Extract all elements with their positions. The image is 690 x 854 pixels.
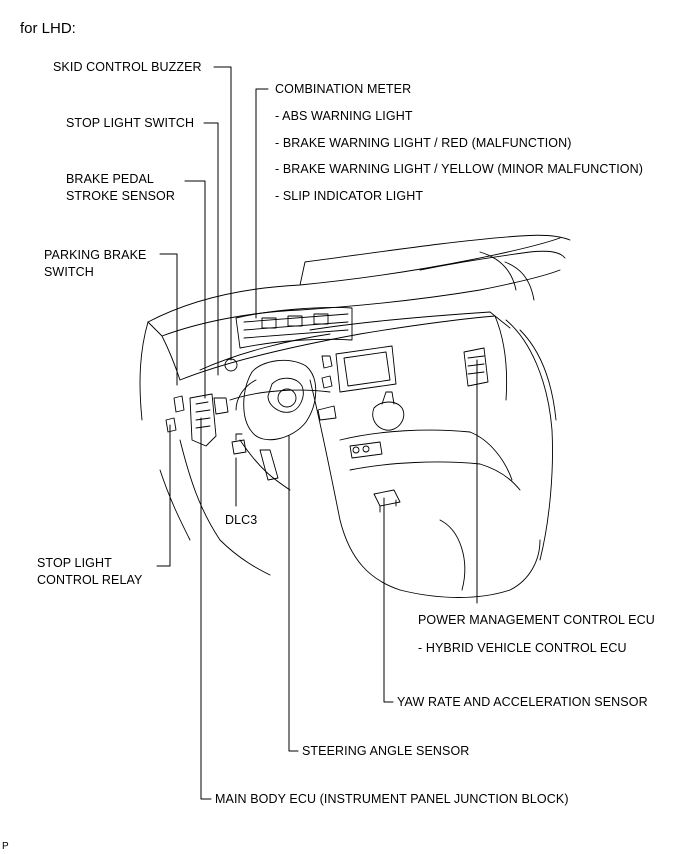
dash-outline	[139, 234, 571, 598]
label-parking-brake-line1: PARKING BRAKE	[44, 248, 147, 262]
label-stop-light-relay-line2: CONTROL RELAY	[37, 573, 143, 587]
page-mark: P	[2, 841, 9, 852]
label-power-management-ecu: POWER MANAGEMENT CONTROL ECU	[418, 613, 655, 627]
shifter-shape	[349, 391, 405, 459]
right-components	[373, 347, 489, 513]
label-main-body-ecu: MAIN BODY ECU (INSTRUMENT PANEL JUNCTION…	[215, 792, 569, 806]
label-combination-meter: COMBINATION METER	[275, 82, 412, 96]
label-abs-warning-light: - ABS WARNING LIGHT	[275, 109, 413, 123]
center-display-shape	[317, 345, 397, 421]
leader-lines	[156, 66, 478, 800]
label-brake-pedal-line2: STROKE SENSOR	[66, 189, 175, 203]
label-brake-pedal-line1: BRAKE PEDAL	[66, 172, 154, 186]
label-slip-indicator-light: - SLIP INDICATOR LIGHT	[275, 189, 424, 203]
label-stop-light-switch: STOP LIGHT SWITCH	[66, 116, 195, 130]
label-skid-control-buzzer: SKID CONTROL BUZZER	[53, 60, 202, 74]
steering-wheel-shape	[235, 359, 317, 441]
label-dlc3: DLC3	[225, 513, 258, 527]
page-title: for LHD:	[20, 20, 76, 37]
label-steering-angle-sensor: STEERING ANGLE SENSOR	[302, 744, 470, 758]
label-parking-brake-line2: SWITCH	[44, 265, 94, 279]
label-brake-warning-yellow: - BRAKE WARNING LIGHT / YELLOW (MINOR MA…	[275, 162, 643, 176]
left-components	[165, 358, 247, 455]
label-stop-light-relay-line1: STOP LIGHT	[37, 556, 112, 570]
label-yaw-rate-sensor: YAW RATE AND ACCELERATION SENSOR	[397, 695, 648, 709]
label-brake-warning-red: - BRAKE WARNING LIGHT / RED (MALFUNCTION…	[275, 136, 572, 150]
label-hybrid-vehicle-ecu: - HYBRID VEHICLE CONTROL ECU	[418, 641, 627, 655]
combination-meter-shape	[235, 307, 353, 349]
